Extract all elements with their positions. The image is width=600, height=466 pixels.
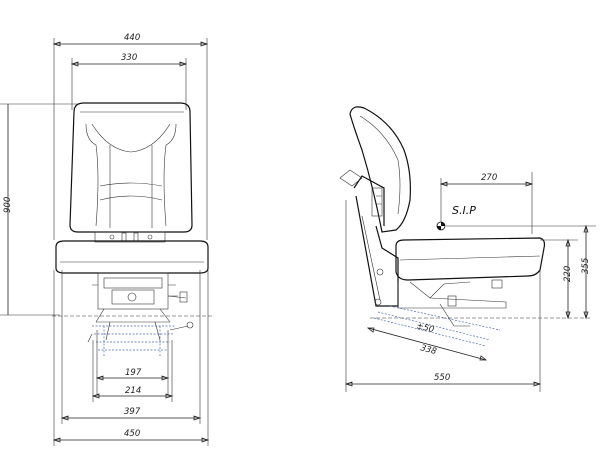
dim-220: 220: [563, 266, 573, 282]
dim-900: 900: [3, 197, 13, 213]
front-view: 440 330 900: [0, 33, 212, 446]
dim-440: 440: [124, 33, 140, 43]
dim-550: 550: [434, 373, 450, 383]
sip-marker-icon: [436, 221, 446, 231]
dim-397: 397: [124, 407, 141, 417]
dim-197: 197: [125, 368, 142, 378]
sip-label: S.I.P: [452, 204, 476, 217]
backrest-side: [349, 106, 411, 233]
dim-214: 214: [125, 386, 141, 396]
dim-338: 338: [419, 343, 438, 357]
side-view: ±50 338 550 S.I.P 270 220: [339, 106, 596, 392]
dim-355: 355: [581, 258, 591, 274]
dim-270: 270: [481, 173, 497, 183]
dim-small-50: ±50: [415, 321, 435, 335]
dim-450: 450: [124, 429, 140, 439]
backrest-outline: [69, 102, 193, 233]
dim-330: 330: [121, 53, 137, 63]
seat-cushion-side: [395, 237, 546, 281]
seat-cushion-front: [55, 240, 209, 274]
slide-mechanism: [87, 321, 194, 356]
